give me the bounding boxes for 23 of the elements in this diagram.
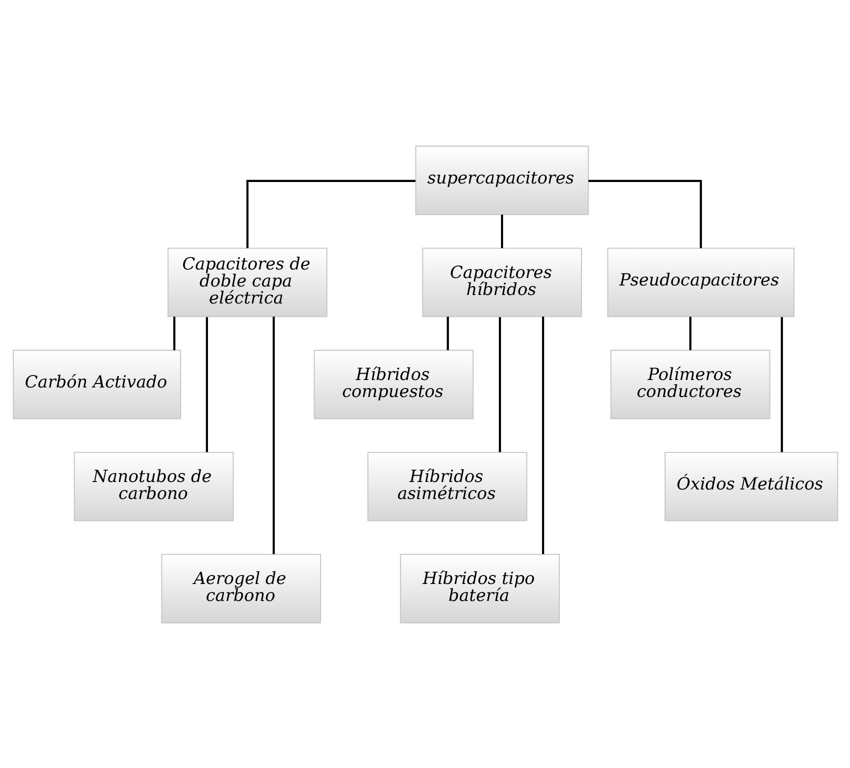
node-box: Aerogel de carbono: [160, 553, 321, 623]
connector: [172, 316, 175, 350]
node-box: Carbón Activado: [12, 349, 181, 419]
node-box: Nanotubos de carbono: [73, 451, 234, 521]
connector: [688, 316, 691, 350]
connector: [446, 316, 448, 350]
node-box: Capacitores híbridos: [422, 247, 582, 317]
node-box: Híbridos compuestos: [313, 349, 474, 419]
connector: [588, 179, 702, 248]
node-box: Polímeros conductores: [610, 349, 770, 419]
node-box: Híbridos asimétricos: [366, 451, 527, 521]
connector: [780, 316, 782, 452]
node-box: supercapacitores: [414, 145, 588, 215]
node-box: Híbridos tipo batería: [400, 553, 560, 623]
node-box: Capacitores de doble capa eléctrica: [166, 247, 327, 317]
connector: [272, 316, 274, 554]
connector: [498, 316, 500, 452]
node-box: Óxidos Metálicos: [664, 451, 838, 521]
connector: [205, 316, 208, 452]
node-box: Pseudocapacitores: [606, 247, 794, 317]
connector: [500, 214, 503, 248]
connector: [246, 179, 415, 248]
connector: [542, 316, 544, 554]
